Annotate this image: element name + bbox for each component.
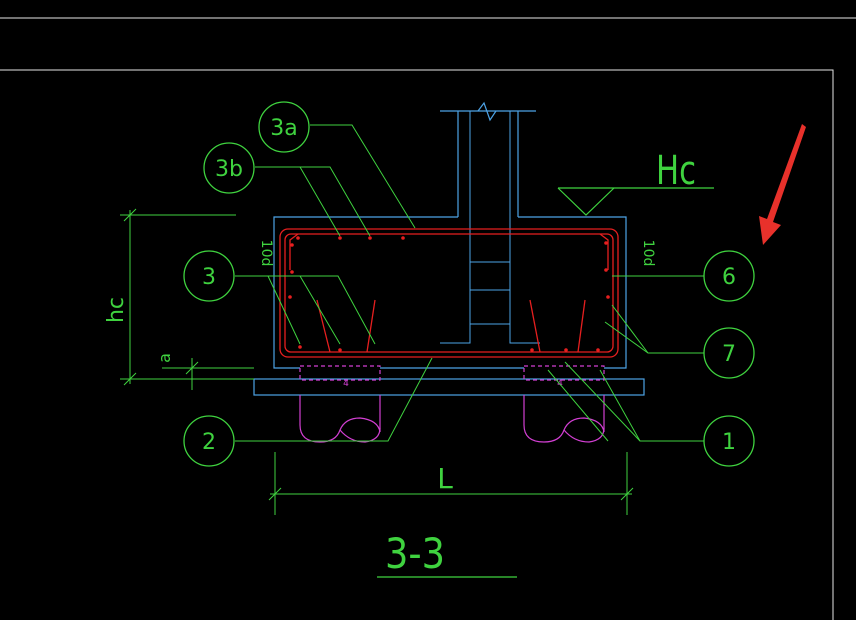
rebar-cage [279, 228, 619, 358]
callout-6: 6 [703, 250, 755, 302]
pile-right [523, 365, 605, 443]
callout-6-label: 6 [722, 265, 736, 290]
pile-cap-outline [253, 216, 645, 396]
cover-label: a [155, 353, 174, 363]
pile-marker-left: 4 [343, 379, 349, 389]
height-label: hc [104, 297, 129, 323]
pile-left [299, 365, 381, 443]
callout-3a: 3a [258, 101, 310, 153]
callout-1: 1 [703, 415, 755, 467]
callout-3-label: 3 [202, 265, 216, 290]
pointer-arrow-icon [759, 124, 806, 245]
callout-3b-label: 3b [215, 157, 243, 182]
callout-2-label: 2 [202, 430, 216, 455]
section-title: 3-3 [385, 529, 445, 578]
rebar-dots [288, 236, 610, 352]
width-dimension [268, 452, 634, 515]
leader-lines [235, 124, 704, 442]
callout-7: 7 [703, 327, 755, 379]
callout-3a-label: 3a [270, 116, 297, 141]
width-label: L [437, 462, 453, 495]
callout-1-label: 1 [722, 430, 736, 455]
anchor-right-label: 10d [640, 240, 656, 267]
callout-3: 3 [183, 250, 235, 302]
elevation-marker [557, 187, 714, 216]
column-bars [440, 111, 540, 344]
column-stub [440, 101, 536, 217]
height-dimension [120, 208, 254, 390]
callout-3b: 3b [203, 142, 255, 194]
drawing-frame [0, 69, 834, 620]
callout-7-label: 7 [722, 342, 736, 367]
callout-2: 2 [183, 415, 235, 467]
top-elevation-label: Hc [656, 148, 696, 194]
anchor-left-label: 10d [258, 240, 274, 267]
